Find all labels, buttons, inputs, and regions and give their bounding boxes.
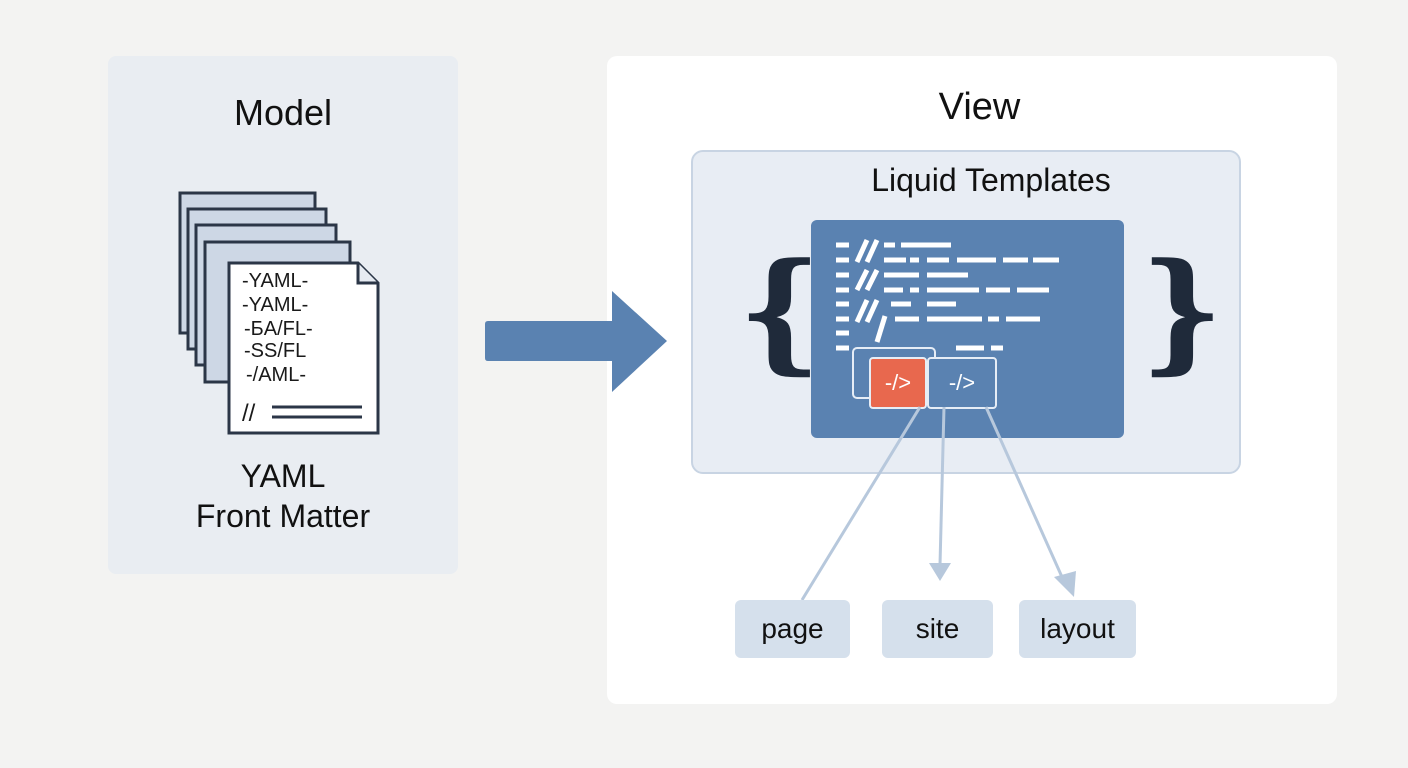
- doc-line-5: -/AML-: [246, 364, 306, 386]
- liquid-templates-title: Liquid Templates: [871, 162, 1111, 198]
- right-arrow-icon: [485, 291, 667, 392]
- doc-footer-comment: //: [242, 400, 256, 427]
- arrowhead-layout-icon: [1054, 571, 1076, 597]
- connector-layout: [984, 406, 1064, 578]
- open-brace-icon: {: [738, 234, 822, 387]
- caption-line-1: YAML: [240, 458, 326, 494]
- liquid-tag-highlighted[interactable]: -/>: [869, 357, 927, 409]
- caption-line-2: Front Matter: [195, 498, 371, 534]
- variable-chip-site[interactable]: site: [882, 600, 993, 658]
- connector-page: [800, 406, 922, 601]
- front-document-sheet: [227, 261, 380, 435]
- connector-arrows: [800, 406, 1076, 601]
- folded-corner: [356, 263, 378, 285]
- doc-line-4: -SS/FL: [244, 340, 306, 362]
- doc-line-3: -БA/FL-: [244, 318, 313, 340]
- model-title: Model: [233, 92, 333, 133]
- yaml-documents-stack-icon: -YAML- -YAML- -БA/FL- -SS/FL -/AML- //: [178, 191, 380, 435]
- close-brace-icon: }: [1140, 234, 1224, 387]
- connector-site: [938, 406, 946, 566]
- variable-chip-page[interactable]: page: [735, 600, 850, 658]
- model-caption: YAML Front Matter: [108, 456, 458, 536]
- liquid-tag[interactable]: -/>: [927, 357, 997, 409]
- doc-line-1: -YAML-: [242, 270, 308, 292]
- variable-chip-layout[interactable]: layout: [1019, 600, 1136, 658]
- arrowhead-site-icon: [929, 563, 951, 581]
- doc-line-2: -YAML-: [242, 294, 308, 316]
- view-title: View: [938, 86, 1021, 128]
